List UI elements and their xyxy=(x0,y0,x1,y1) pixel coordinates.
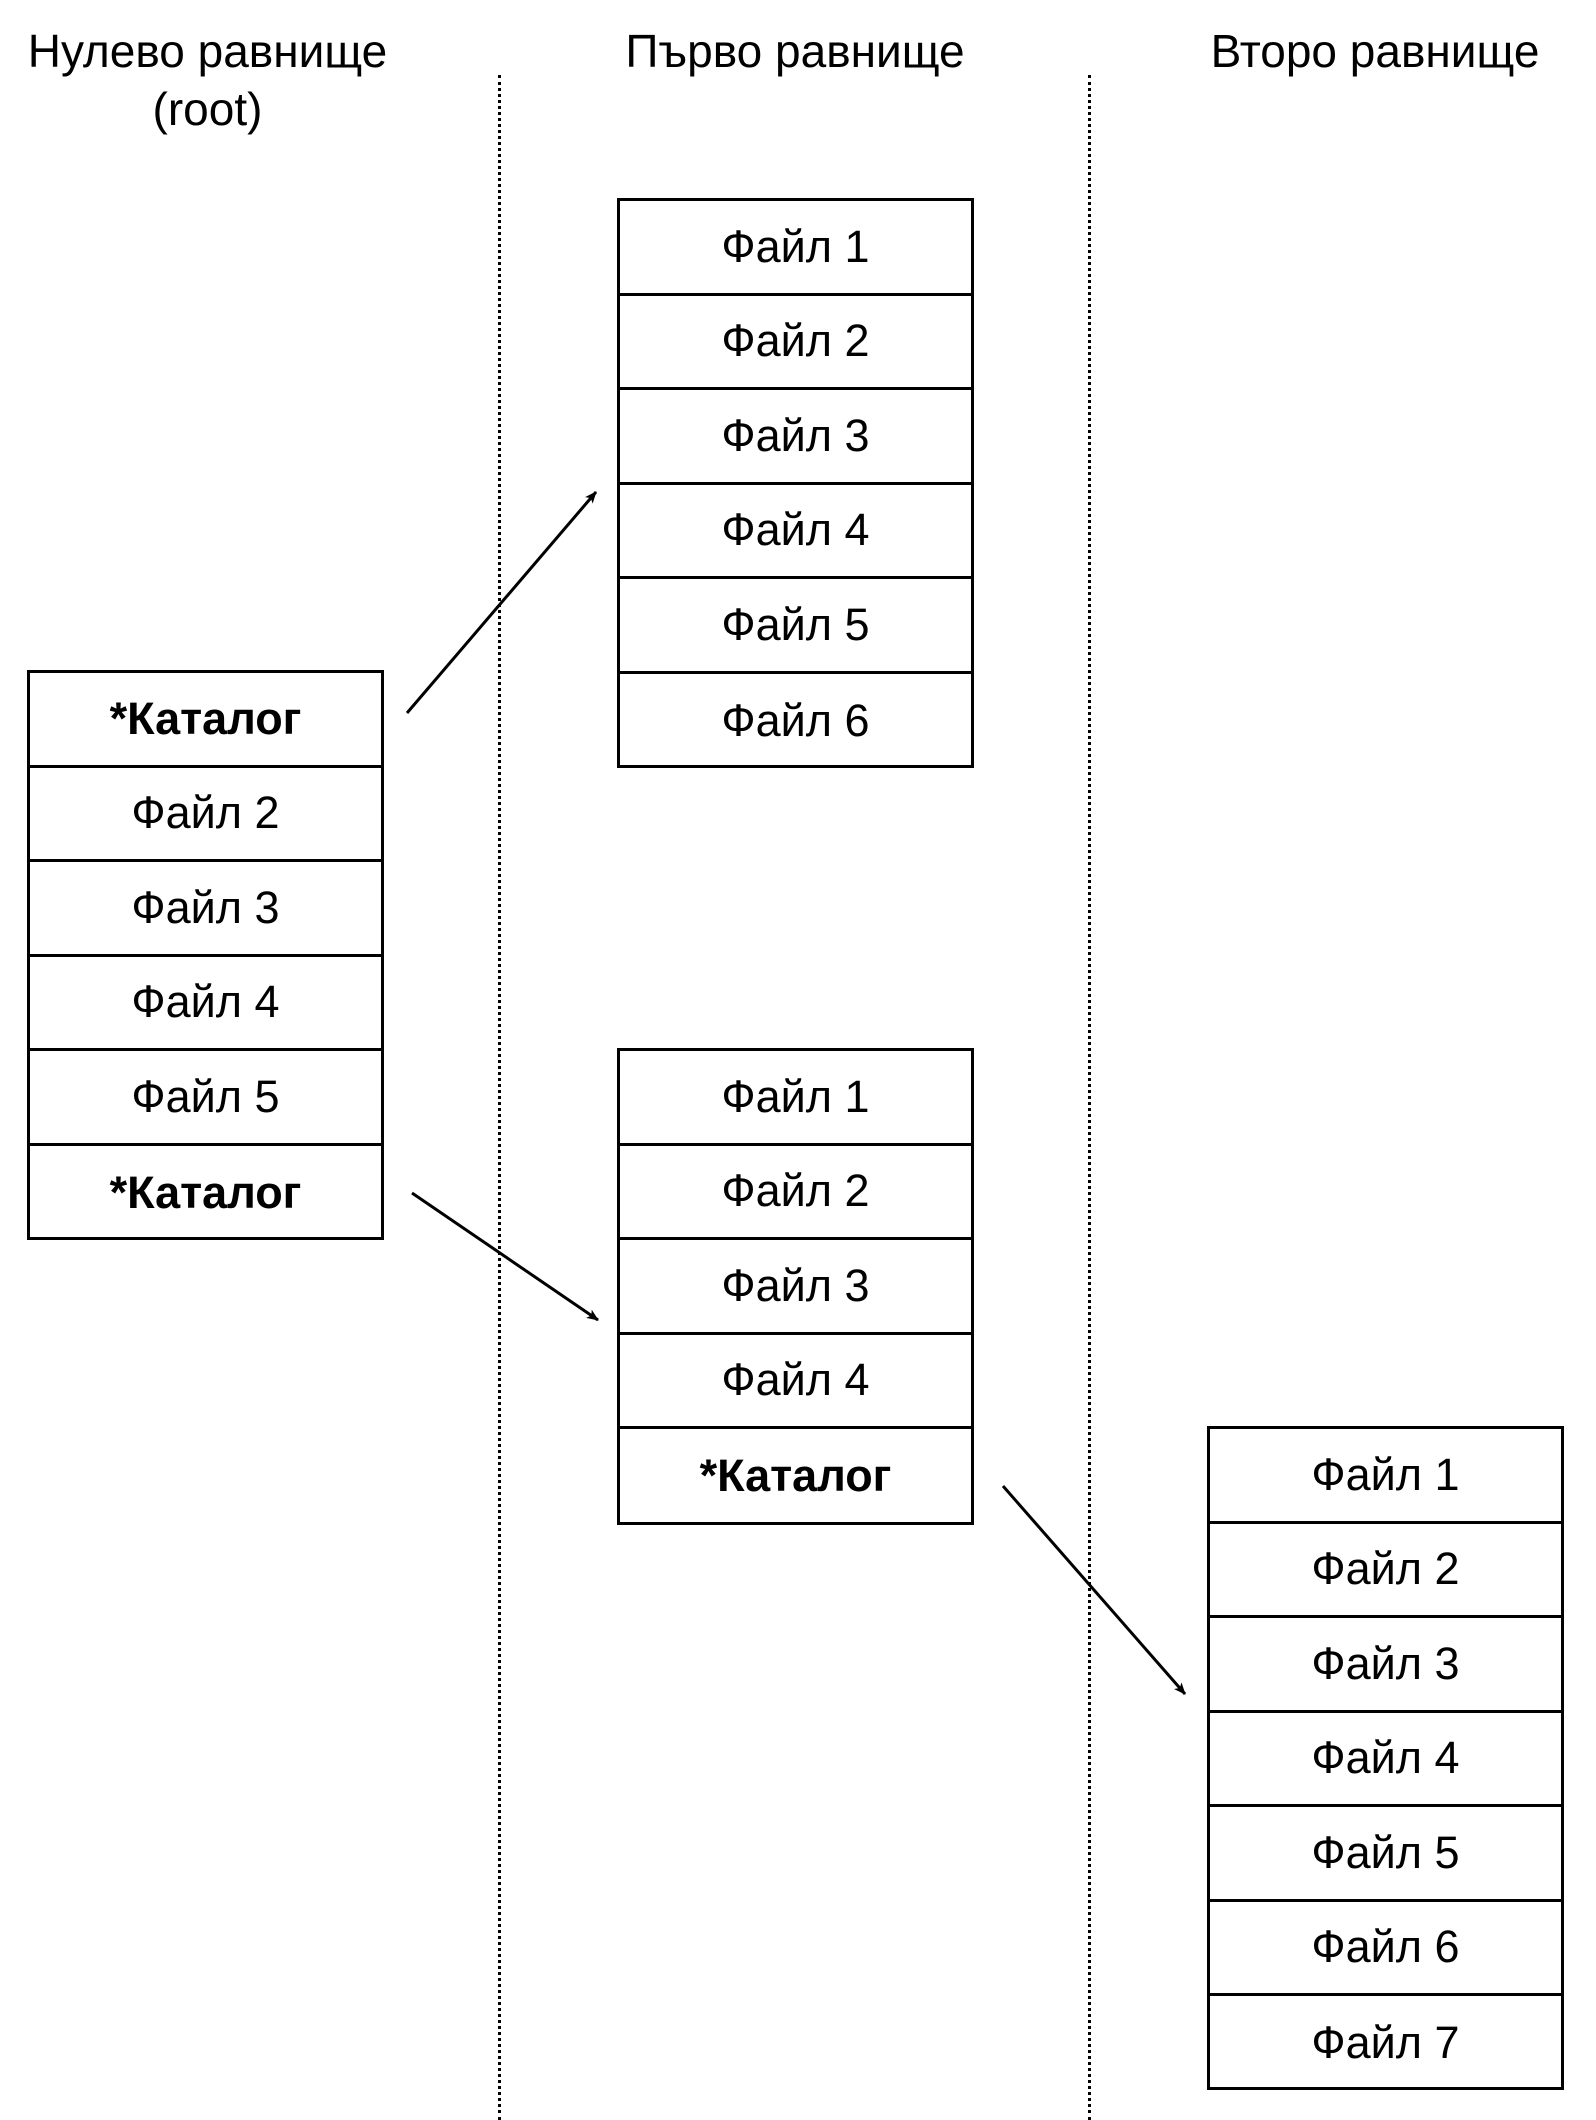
file-entry: Файл 7 xyxy=(1311,2017,1460,2069)
file-entry: Файл 2 xyxy=(30,768,381,862)
file-entry: Файл 4 xyxy=(30,957,381,1051)
arrow-root-to-level1-b xyxy=(411,1191,599,1322)
file-entry: Файл 4 xyxy=(620,485,971,579)
file-entry: Файл 4 xyxy=(620,1335,971,1429)
file-entry: Файл 4 xyxy=(1210,1713,1561,1807)
directory-entry: *Каталог xyxy=(109,1166,302,1218)
file-entry: Файл 2 xyxy=(1210,1524,1561,1618)
file-entry: Файл 5 xyxy=(1210,1807,1561,1902)
arrow-level1-to-level2 xyxy=(1001,1485,1187,1695)
level-0-title: Нулево равнище xyxy=(27,25,388,77)
directory-entry: *Каталог xyxy=(30,673,381,768)
file-entry: Файл 1 xyxy=(1210,1429,1561,1524)
level-divider-2 xyxy=(1088,75,1091,2120)
file-entry: Файл 3 xyxy=(30,862,381,957)
level-1-title: Първо равнище xyxy=(625,25,965,77)
file-entry: Файл 1 xyxy=(620,1051,971,1146)
file-entry: Файл 6 xyxy=(721,694,870,746)
file-entry: Файл 3 xyxy=(620,1240,971,1335)
file-entry: Файл 3 xyxy=(620,390,971,485)
file-entry: Файл 3 xyxy=(1210,1618,1561,1713)
level-0-subtitle: (root) xyxy=(152,83,263,135)
file-entry: Файл 5 xyxy=(620,579,971,674)
level-1-header: Първо равнище xyxy=(590,22,1000,80)
file-entry: Файл 6 xyxy=(1210,1902,1561,1996)
file-entry: Файл 5 xyxy=(30,1051,381,1146)
directory-entry: *Каталог xyxy=(699,1450,892,1502)
file-entry: Файл 2 xyxy=(620,296,971,390)
file-entry: Файл 1 xyxy=(620,201,971,296)
level-2-header: Второ равнище xyxy=(1170,22,1580,80)
file-entry: Файл 2 xyxy=(620,1146,971,1240)
arrow-root-to-level1-a xyxy=(405,491,598,714)
level-0-header: Нулево равнище (root) xyxy=(0,22,415,138)
level-2-title: Второ равнище xyxy=(1210,25,1540,77)
level-divider-1 xyxy=(498,75,501,2120)
